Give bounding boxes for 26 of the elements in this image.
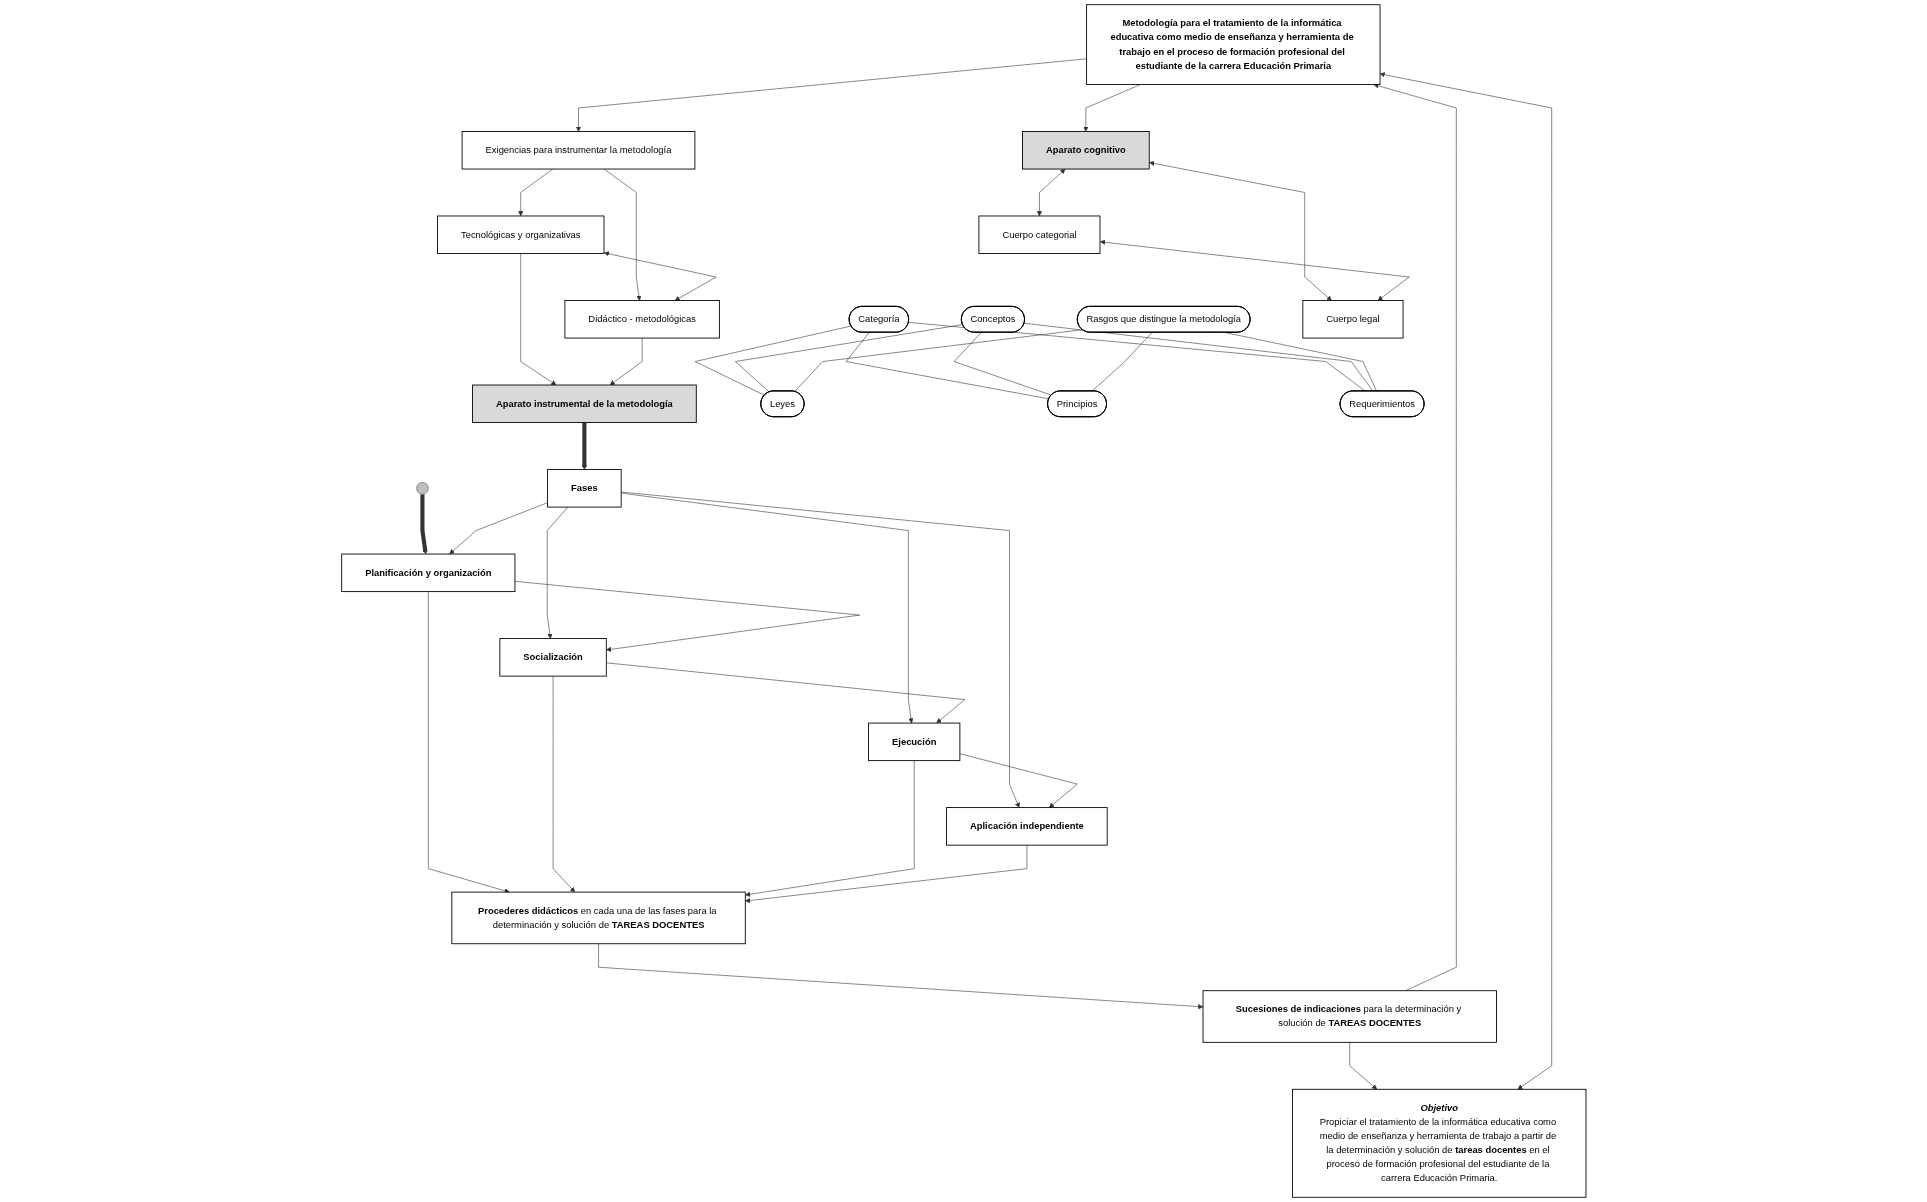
node-box: Cuerpo legal: [1302, 300, 1404, 339]
connector: [953, 332, 1052, 396]
arrow: [581, 422, 587, 470]
node-box: Aparato cognitivo: [1021, 131, 1150, 170]
node-box: Tecnológicas y organizativas: [436, 215, 605, 254]
connector: [907, 322, 1366, 392]
node-box: Aparato instrumental de la metodología: [471, 384, 697, 423]
connector: [845, 332, 1049, 400]
node-box: Socialización: [499, 638, 607, 677]
connector: [1023, 322, 1373, 392]
node-box: Ejecución: [867, 722, 960, 762]
node-box: Didáctico - metodológicas: [564, 300, 720, 339]
connector: [694, 325, 852, 396]
connector: [794, 329, 1083, 392]
node-box: Procederes didácticos en cada una de las fases para la determinación y solución de TAREAS DOCENTES: [451, 891, 746, 945]
node-box: Planificación y organización: [340, 553, 516, 593]
node-box: Exigencias para instrumentar la metodología: [461, 131, 695, 170]
node-box: Objetivo Propiciar el tratamiento de la informática educativa como medio de enseñanza y herramienta de trabajo a partir de la determinación y solución de tareas docentes en el proceso de formación profesional del estudiante de la carrera Educación Primaria.: [1291, 1088, 1587, 1198]
connector: [734, 324, 963, 393]
node-box: Cuerpo categorial: [978, 215, 1101, 254]
node-box: Sucesiones de indicaciones para la determinación y solución de TAREAS DOCENTES: [1202, 990, 1497, 1043]
node-box: Fases: [546, 469, 622, 508]
connector: [1091, 332, 1153, 392]
node-box: Metodología para el tratamiento de la informática educativa como medio de enseñanza y herramienta de trabajo en el proceso de formación profesional del estudiante de la carrera Educación Primaria: [1085, 4, 1381, 85]
arrow: [420, 494, 428, 555]
node-box: Aplicación independiente: [945, 807, 1108, 846]
